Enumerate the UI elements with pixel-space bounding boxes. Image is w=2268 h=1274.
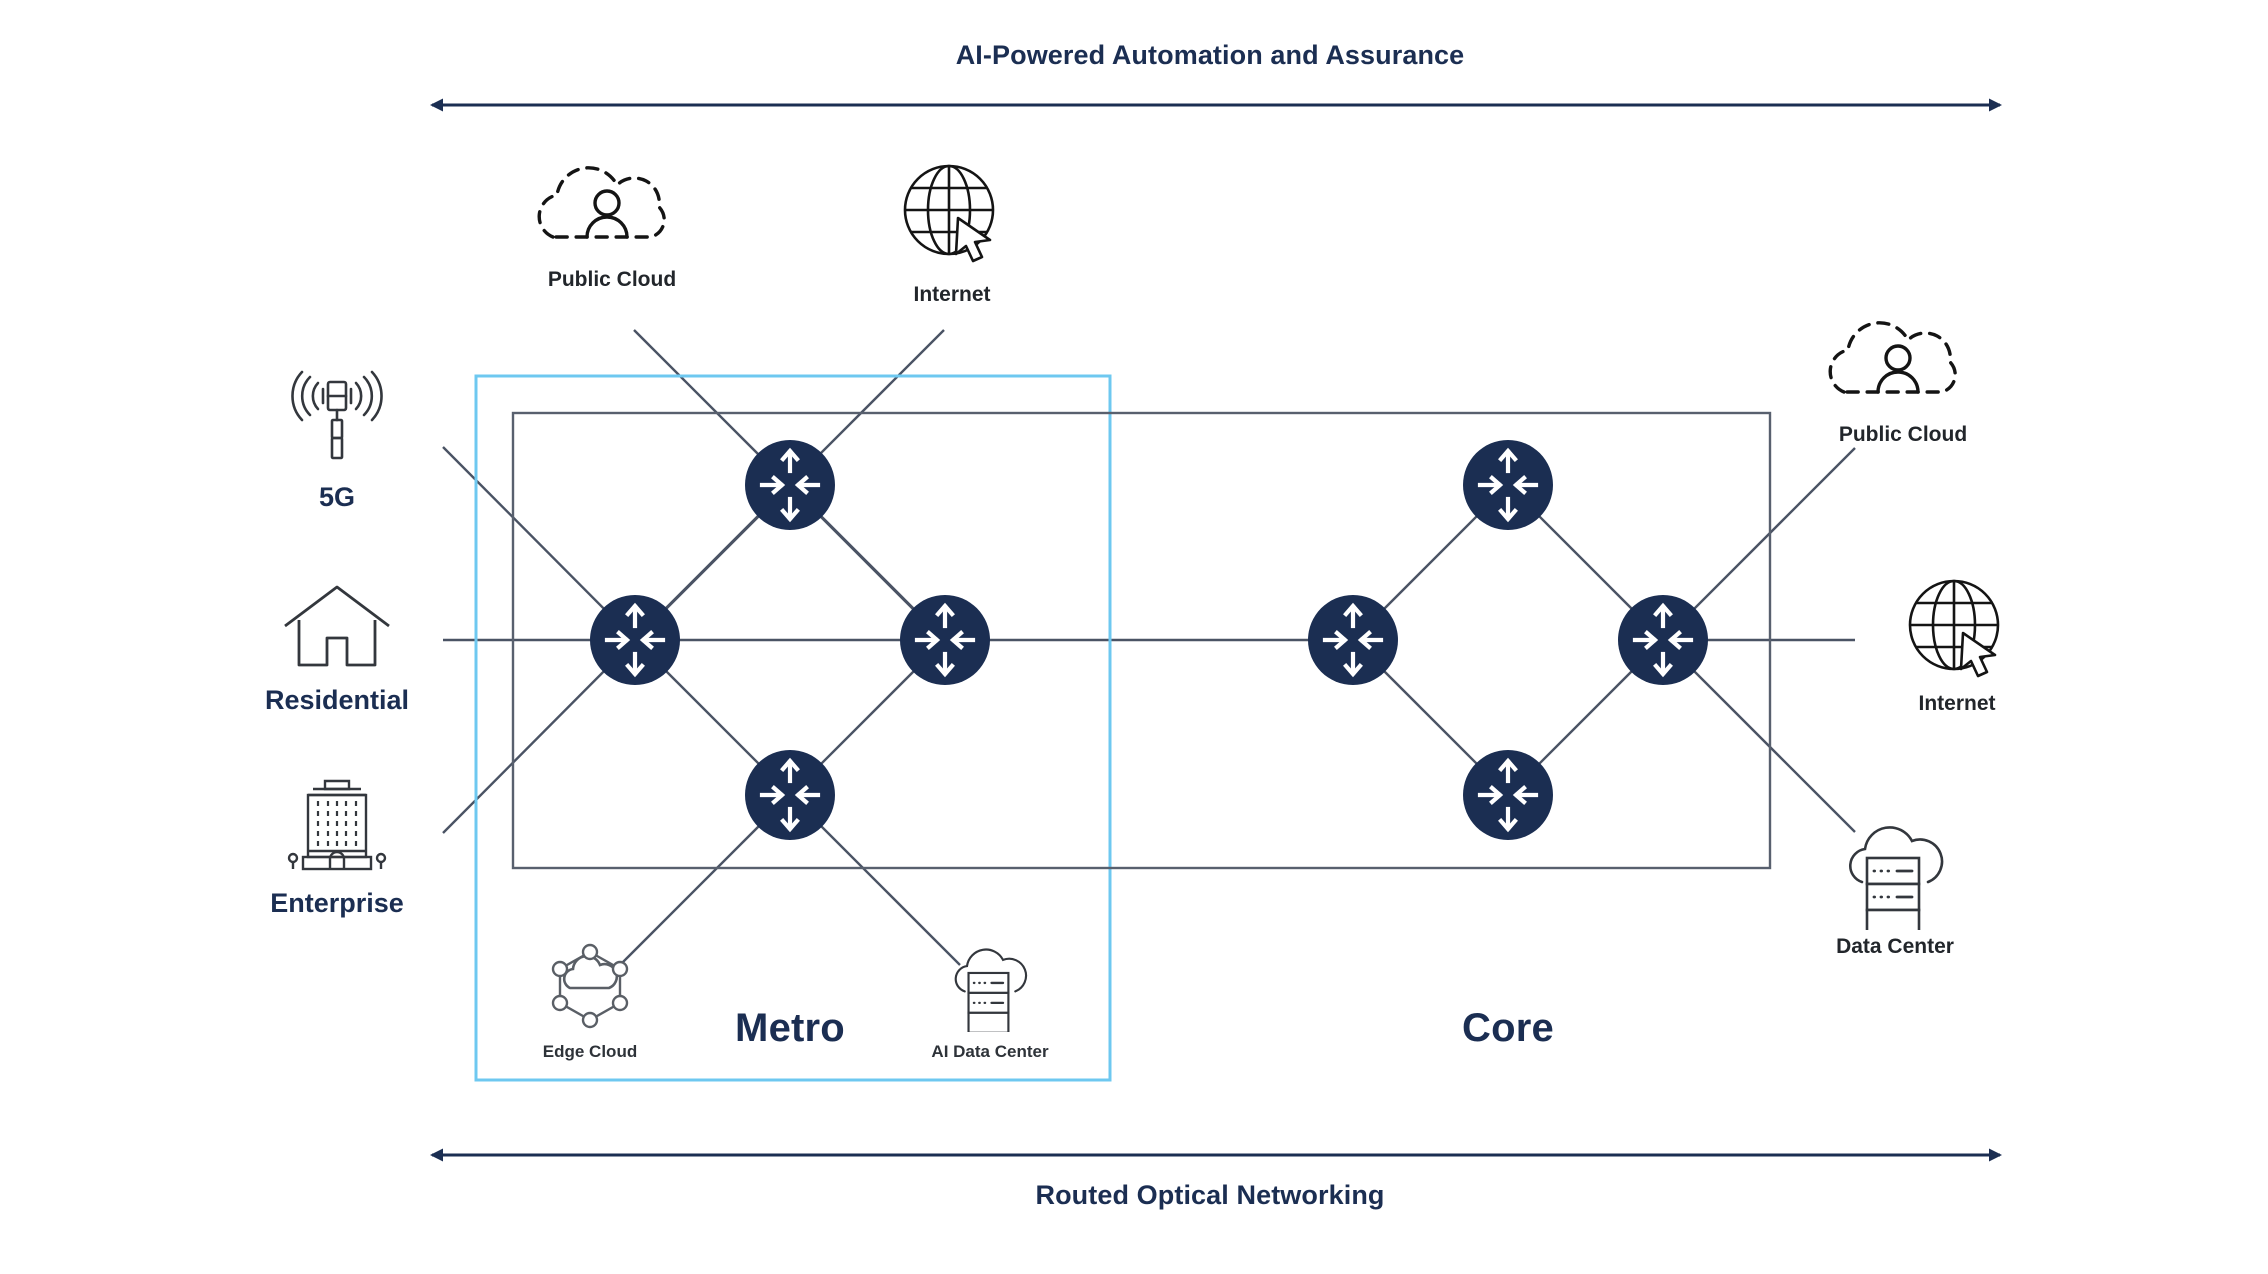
cell-tower-icon [282,370,392,475]
endpoint-label-public-cloud-right: Public Cloud [1838,423,1968,446]
dashed-cloud-user-icon [537,165,687,255]
node-metro-bottom[interactable] [745,750,835,840]
endpoint-label-data-center: Data Center [1836,935,1954,958]
endpoint-label-internet-top: Internet [913,283,991,306]
hexagon-mesh-cloud-icon [544,940,636,1032]
office-building-icon [277,775,397,875]
endpoint-label-edge-cloud: Edge Cloud [542,1042,638,1061]
endpoint-label-public-cloud-top: Public Cloud [547,268,677,291]
endpoint-label-residential: Residential [264,685,410,715]
cloud-server-rack-icon [1835,820,1955,930]
cloud-server-rack-icon [944,940,1036,1032]
node-core-bottom[interactable] [1463,750,1553,840]
endpoint-label-ai-data-center: AI Data Center [931,1042,1049,1061]
node-core-left[interactable] [1308,595,1398,685]
endpoint-label-enterprise: Enterprise [270,888,404,918]
node-metro-top[interactable] [745,440,835,530]
node-metro-left[interactable] [590,595,680,685]
globe-cursor-icon [902,160,1002,265]
section-label-core: Core [1462,1006,1554,1050]
node-metro-right[interactable] [900,595,990,685]
dashed-cloud-user-icon [1828,320,1978,410]
metro-highlight-box [474,374,1112,1082]
network-domain-box [511,411,1772,870]
bottom-band-label: Routed Optical Networking [1035,1180,1385,1210]
section-label-metro: Metro [735,1006,845,1050]
router-nodes [590,440,1708,840]
top-band-label: AI-Powered Automation and Assurance [955,40,1465,70]
endpoint-label-5g: 5G [318,482,356,512]
link-core-right-public-cloud [1662,447,1856,641]
node-core-top[interactable] [1463,440,1553,530]
endpoint-label-internet-right: Internet [1918,692,1996,715]
node-core-right[interactable] [1618,595,1708,685]
link-core-right-data-center [1662,639,1856,833]
house-icon [277,580,397,675]
globe-cursor-icon [1907,575,2007,680]
